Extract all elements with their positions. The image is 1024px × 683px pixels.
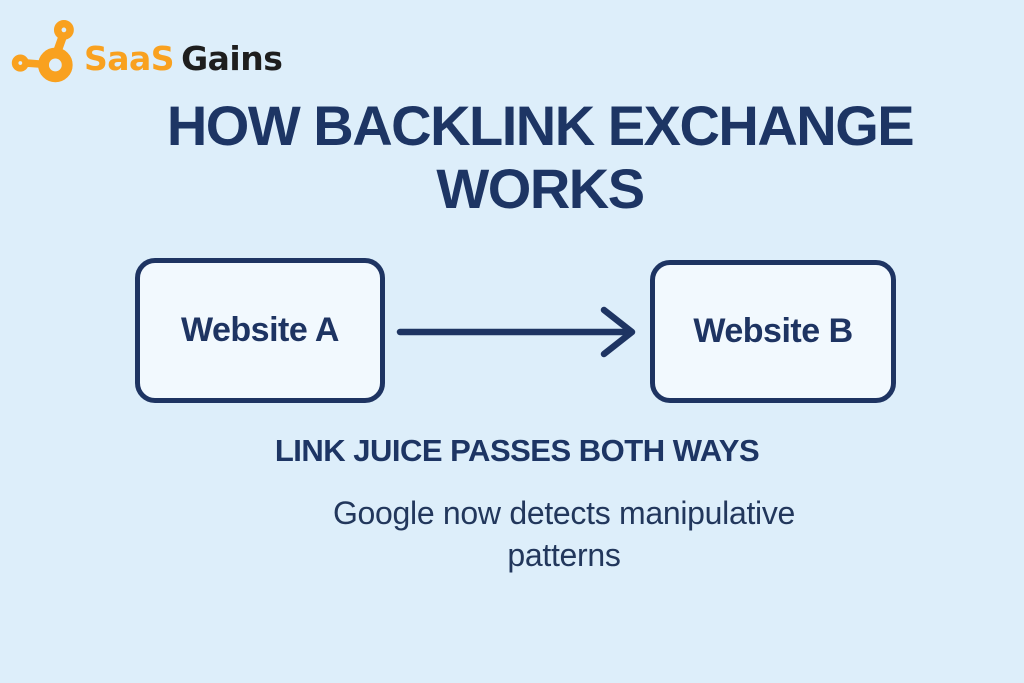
website-a-label: Website A [181, 311, 339, 349]
link-network-icon [11, 19, 74, 83]
subtitle-line2: patterns [507, 537, 621, 573]
subtitle-google-detection: Google now detects manipulative patterns [104, 492, 1024, 576]
brand-logo: SaaS Gains [8, 8, 283, 84]
brand-name-secondary: Gains [181, 38, 283, 78]
page-title-line1: HOW BACKLINK EXCHANGE [166, 94, 915, 157]
brand-name-primary: SaaS [84, 38, 175, 78]
subtitle-line1: Google now detects manipulative [332, 495, 796, 531]
brand-name: SaaS Gains [84, 38, 283, 78]
website-b-node: Website B [650, 260, 896, 403]
arrow-right-icon [396, 306, 636, 358]
website-b-label: Website B [693, 312, 853, 350]
page-title: HOW BACKLINK EXCHANGE WORKS [56, 94, 1024, 220]
website-a-node: Website A [135, 258, 385, 403]
caption-link-juice: LINK JUICE PASSES BOTH WAYS [274, 433, 760, 468]
page-title-line2: WORKS [436, 157, 645, 220]
